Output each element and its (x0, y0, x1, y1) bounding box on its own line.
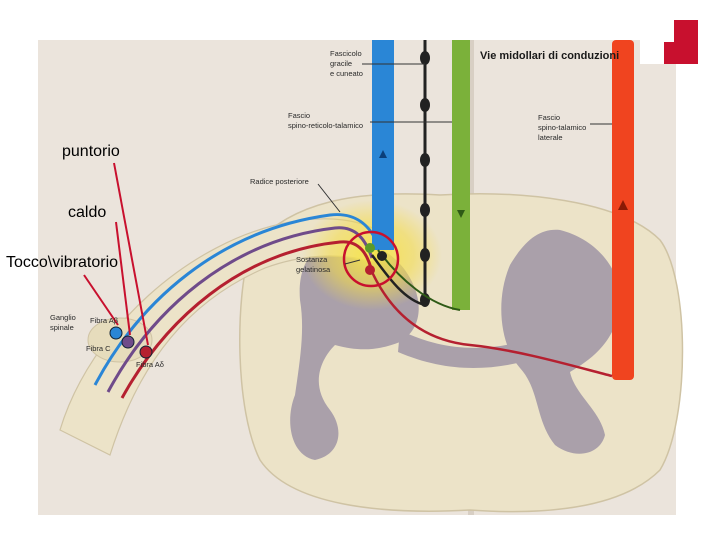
label-puntorio: puntorio (62, 143, 120, 160)
leader-lines (317, 63, 612, 265)
fiber-red (120, 240, 374, 399)
connection-red-crossing (370, 271, 613, 378)
label-ganglio-2: spinale (50, 323, 74, 332)
corner-mark (640, 20, 698, 64)
figure-title: Vie midollari di conduzioni (480, 50, 619, 62)
label-fascio-st-3: laterale (538, 133, 563, 142)
label-fascicolo: Fascicolo (330, 49, 362, 58)
label-ganglio: Ganglio (50, 313, 76, 322)
label-fascio-sr: Fascio (288, 111, 310, 120)
label-fascio-st: Fascio (538, 113, 560, 122)
gray-commissure (398, 330, 522, 368)
tract-nodes (420, 51, 430, 307)
tract-green (452, 40, 470, 310)
gray-matter-right (501, 229, 621, 454)
synapse-dot-green (365, 243, 375, 253)
label-fibra-ab: Fibra Aβ (90, 316, 119, 325)
neuron-purple (121, 335, 135, 349)
neuron-red (139, 345, 153, 359)
arrow-green-down (457, 210, 465, 218)
label-fibra-c: Fibra C (86, 344, 111, 353)
arrow-blue-up (379, 150, 387, 158)
connection-black (370, 254, 426, 307)
tract-blue (372, 40, 394, 250)
pointer-lines (83, 162, 149, 346)
label-sostanza-2: gelatinosa (296, 265, 331, 274)
label-fascicolo-3: e cuneato (330, 69, 363, 78)
label-fascio-st-2: spino-talamico (538, 123, 586, 132)
label-fascicolo-2: gracile (330, 59, 352, 68)
arrow-orange-up (618, 200, 628, 210)
label-caldo: caldo (68, 204, 107, 221)
spinal-ganglion (87, 317, 153, 363)
neuron-blue (109, 326, 123, 340)
label-sostanza: Sostanza (296, 255, 328, 264)
label-tocco-vibratorio: Tocco\vibratorio (6, 254, 119, 271)
synapse-dot-red (365, 265, 375, 275)
label-radice: Radice posteriore (250, 177, 309, 186)
label-fibra-ad: Fibra Aδ (136, 360, 164, 369)
label-fascio-sr-2: spino-reticolo-talamico (288, 121, 363, 130)
fiber-blue (93, 213, 380, 386)
synapse-dot-black (377, 251, 387, 261)
highlight-circle (342, 230, 400, 288)
